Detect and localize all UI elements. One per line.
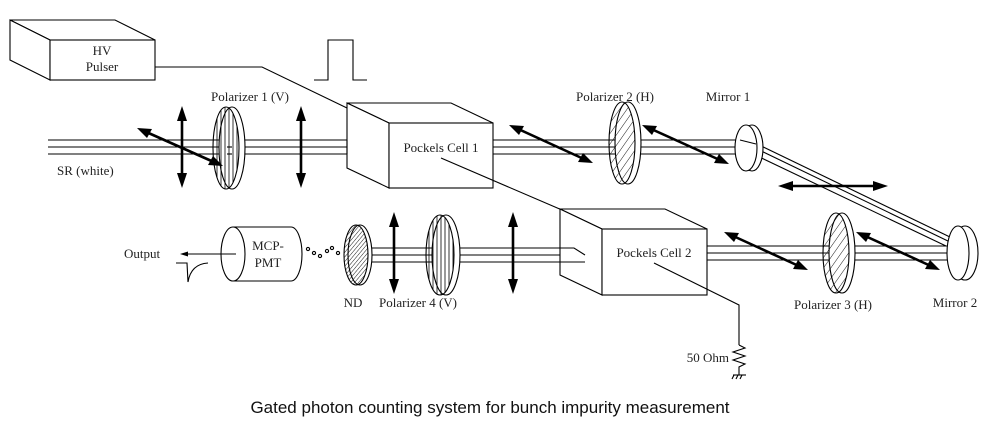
- polarization-arrows: [137, 106, 940, 294]
- mirror-2: Mirror 2: [933, 225, 979, 310]
- output-label: Output: [124, 246, 161, 261]
- pockels-cell-1: Pockels Cell 1: [346, 102, 494, 189]
- resistor-label: 50 Ohm: [687, 350, 729, 365]
- pulse-waveform-icon: [314, 39, 367, 81]
- polarizer-4: Polarizer 4 (V): [379, 214, 461, 310]
- hv-pulser-label-line2: Pulser: [86, 59, 119, 74]
- pockels-cell-2-label: Pockels Cell 2: [616, 245, 691, 260]
- polarizer-2: Polarizer 2 (H): [576, 89, 654, 185]
- polarizer-3: Polarizer 3 (H): [794, 212, 872, 312]
- hv-pulser: HV Pulser: [9, 19, 156, 81]
- diagram-caption: Gated photon counting system for bunch i…: [250, 398, 729, 417]
- nd-label: ND: [344, 295, 363, 310]
- polarizer-4-label: Polarizer 4 (V): [379, 295, 457, 310]
- polarizer-1: Polarizer 1 (V): [211, 89, 289, 190]
- photon-dots: [305, 245, 341, 259]
- polarizer-3-label: Polarizer 3 (H): [794, 297, 872, 312]
- mirror-2-label: Mirror 2: [933, 295, 977, 310]
- mirror-1-label: Mirror 1: [706, 89, 750, 104]
- hv-cable: [155, 66, 348, 109]
- resistor-50-ohm: 50 Ohm: [687, 344, 747, 380]
- hv-pulser-label-line1: HV: [93, 43, 112, 58]
- termination-cable: [653, 262, 740, 345]
- nd-filter: ND: [343, 224, 373, 310]
- pockels-connection-line: [440, 157, 563, 211]
- polarizer-1-label: Polarizer 1 (V): [211, 89, 289, 104]
- mcp-pmt-label-line1: MCP-: [252, 238, 284, 253]
- output-pulse-icon: [176, 262, 209, 283]
- sr-white-label: SR (white): [57, 163, 114, 178]
- diagonal-beam: [752, 142, 953, 247]
- mcp-pmt-label-line2: PMT: [255, 255, 282, 270]
- polarizer-2-label: Polarizer 2 (H): [576, 89, 654, 104]
- pockels-cell-2: Pockels Cell 2: [559, 208, 708, 296]
- mirror-1: Mirror 1: [706, 89, 764, 172]
- pockels-cell-1-label: Pockels Cell 1: [403, 140, 478, 155]
